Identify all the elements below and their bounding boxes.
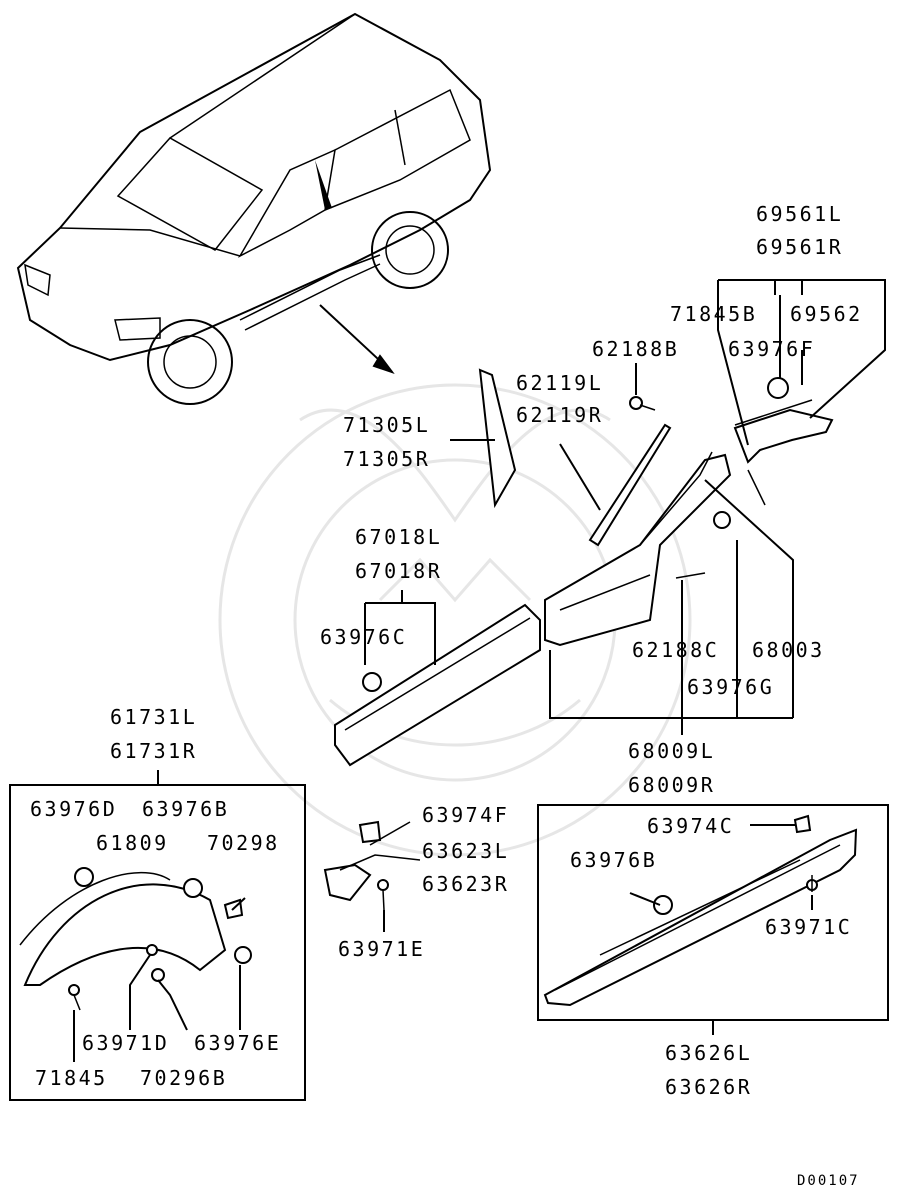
label-68009R: 68009R — [628, 773, 715, 797]
label-63976F: 63976F — [728, 337, 815, 361]
label-63971D: 63971D — [82, 1031, 169, 1055]
label-63976C: 63976C — [320, 625, 407, 649]
label-63976G: 63976G — [687, 675, 774, 699]
label-61731L: 61731L — [110, 705, 197, 729]
label-63623R: 63623R — [422, 872, 509, 896]
label-62119R: 62119R — [516, 403, 603, 427]
label-62188B: 62188B — [592, 337, 679, 361]
side-sill-box — [537, 804, 889, 1035]
label-69561L: 69561L — [756, 202, 843, 226]
label-63976E: 63976E — [194, 1031, 281, 1055]
vehicle-illustration — [16, 12, 492, 405]
label-63971C: 63971C — [765, 915, 852, 939]
label-63976D: 63976D — [30, 797, 117, 821]
label-68009L: 68009L — [628, 739, 715, 763]
label-71305L: 71305L — [343, 413, 430, 437]
label-67018R: 67018R — [355, 559, 442, 583]
label-61809: 61809 — [96, 831, 169, 855]
watermark-emblem — [218, 383, 692, 857]
b-pillar-trim-part — [559, 363, 672, 547]
center-pillar-garnish-part — [450, 368, 517, 509]
label-67018L: 67018L — [355, 525, 442, 549]
bracket-part — [323, 820, 421, 932]
label-68003: 68003 — [752, 638, 825, 662]
label-62188C: 62188C — [632, 638, 719, 662]
label-70296B: 70296B — [140, 1066, 227, 1090]
label-63623L: 63623L — [422, 839, 509, 863]
label-63626L: 63626L — [665, 1041, 752, 1065]
rear-wheel-arch-part — [717, 279, 886, 506]
label-69562: 69562 — [790, 302, 863, 326]
label-62119L: 62119L — [516, 371, 603, 395]
front-flare-box — [9, 770, 306, 1101]
part-labels: 69561L 69561R 71845B 69562 63976F 62188B… — [30, 202, 863, 1187]
label-71845B: 71845B — [670, 302, 757, 326]
quarter-moulding-part — [544, 451, 794, 735]
label-63976B-left: 63976B — [142, 797, 229, 821]
label-63974C: 63974C — [647, 814, 734, 838]
label-63626R: 63626R — [665, 1075, 752, 1099]
label-61731R: 61731R — [110, 739, 197, 763]
label-69561R: 69561R — [756, 235, 843, 259]
label-70298: 70298 — [207, 831, 280, 855]
label-71845: 71845 — [35, 1066, 108, 1090]
diagram-code: D00107 — [797, 1173, 860, 1187]
door-moulding-part — [334, 590, 541, 767]
label-71305R: 71305R — [343, 447, 430, 471]
label-63971E: 63971E — [338, 937, 425, 961]
label-63976B-right: 63976B — [570, 848, 657, 872]
label-63974F: 63974F — [422, 803, 509, 827]
